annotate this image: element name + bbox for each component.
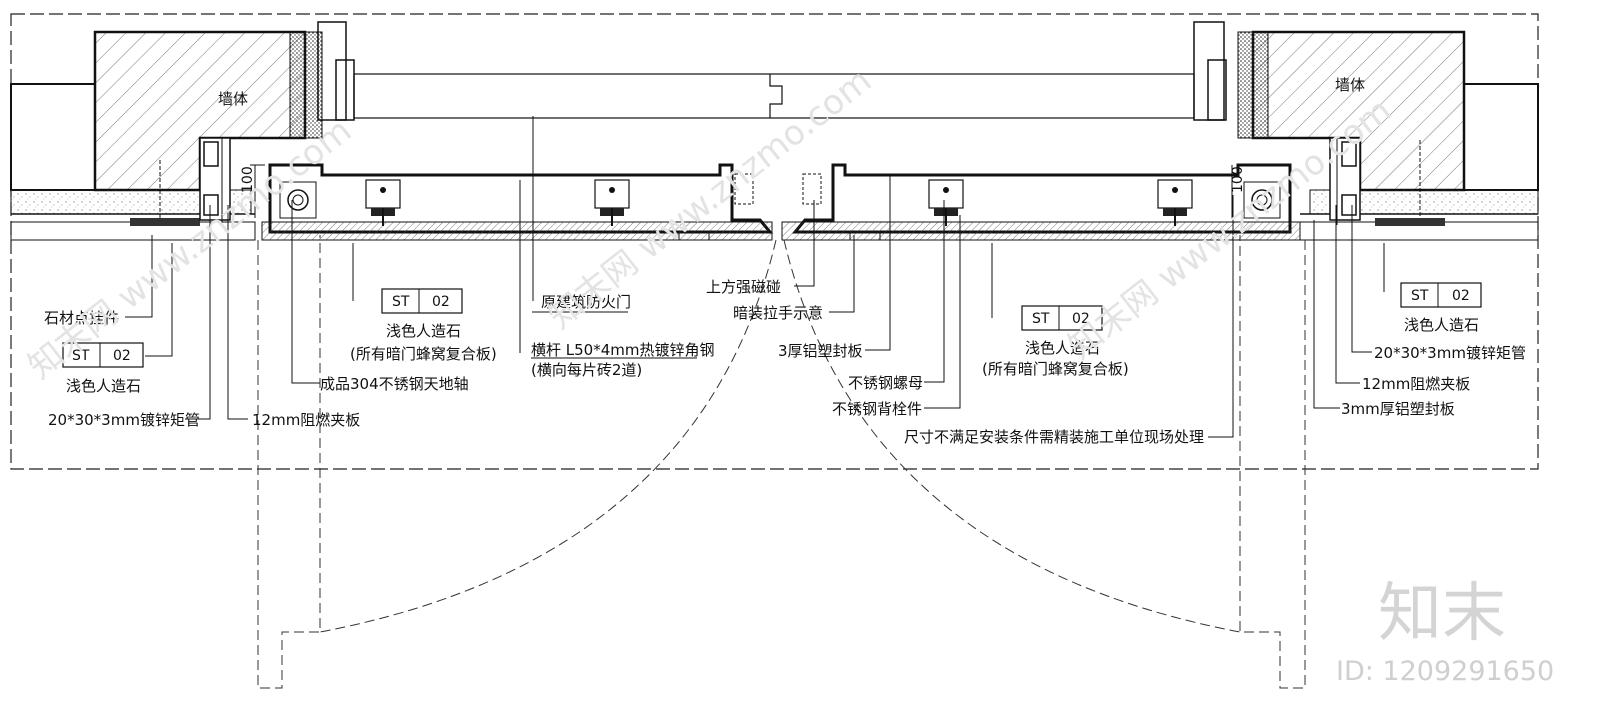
label-stone-hanger: 石材点挂件: [44, 309, 119, 327]
left-tube-column: [199, 137, 231, 225]
st-tag-right: ST 02: [1400, 282, 1482, 308]
watermark-logo: 知末 ID: 1209291650: [1336, 577, 1554, 687]
dimension-right-value: 100: [1230, 166, 1246, 193]
watermark-logo-text: 知末: [1378, 577, 1506, 651]
label-door-stone-right: 浅色人造石: [1025, 339, 1100, 357]
left-door-panel: [261, 163, 774, 241]
svg-text:02: 02: [1072, 311, 1090, 327]
svg-text:ST: ST: [392, 294, 410, 310]
svg-text:02: 02: [113, 348, 131, 364]
svg-text:ST: ST: [1032, 311, 1050, 327]
leader-lines: [125, 116, 1385, 438]
label-fire-board-right: 12mm阻燃夹板: [1362, 375, 1470, 393]
right-tube-column: [1329, 137, 1361, 225]
label-door-stone-right-note: (所有暗门蜂窝复合板): [982, 360, 1129, 378]
left-annotations: 石材点挂件 浅色人造石 20*30*3mm镀锌矩管 12mm阻燃夹板 成品304…: [44, 293, 714, 429]
label-bolt: 不锈钢背栓件: [832, 400, 922, 418]
label-pivot: 成品304不锈钢天地轴: [320, 375, 469, 393]
watermark-id: ID: 1209291650: [1336, 656, 1554, 687]
st-tag-left: ST 02: [62, 342, 144, 368]
label-angle-steel: 横杆 L50*4mm热镀锌角钢: [531, 341, 714, 359]
svg-text:ST: ST: [72, 348, 90, 364]
left-wall-label: 墙体: [218, 90, 248, 108]
st-tag-door-left: ST 02: [381, 288, 463, 314]
label-angle-steel-note: (横向每片砖2道): [531, 361, 642, 379]
fire-door: [317, 21, 1227, 121]
label-stone-light-right: 浅色人造石: [1404, 316, 1479, 334]
label-magnet: 上方强磁碰: [706, 278, 781, 296]
back-bolt-icon: [594, 179, 630, 226]
svg-text:02: 02: [432, 294, 450, 310]
dimension-left: 100: [240, 164, 265, 218]
right-annotations: 上方强磁碰 暗装拉手示意 3厚铝塑封板 不锈钢螺母 不锈钢背栓件 浅色人造石 (…: [706, 278, 1526, 446]
right-door-panel: [781, 163, 1301, 241]
label-door-stone-left-note: (所有暗门蜂窝复合板): [350, 345, 497, 363]
back-bolt-icon: [1157, 179, 1193, 226]
label-handle: 暗装拉手示意: [733, 304, 823, 322]
label-door-stone-left: 浅色人造石: [386, 322, 461, 340]
section-frame: [10, 13, 1539, 470]
svg-text:ST: ST: [1411, 288, 1429, 304]
dimension-right: 100: [1230, 165, 1246, 218]
label-fire-board-left: 12mm阻燃夹板: [252, 411, 360, 429]
label-stone-light-left: 浅色人造石: [66, 377, 141, 395]
door-swing-lines: [257, 235, 1306, 689]
label-fire-door: 原建筑防火门: [541, 293, 631, 311]
label-al-plastic: 3厚铝塑封板: [778, 342, 863, 360]
back-bolt-icon: [365, 179, 401, 226]
back-bolt-icon: [928, 179, 964, 226]
back-bolts: [365, 179, 1193, 226]
label-tube-left: 20*30*3mm镀锌矩管: [48, 411, 200, 429]
label-tube-right: 20*30*3mm镀锌矩管: [1374, 344, 1526, 362]
dimension-left-value: 100: [240, 166, 256, 193]
st-tag-door-right: ST 02: [1021, 305, 1103, 331]
label-al-board-right: 3mm厚铝塑封板: [1341, 400, 1455, 418]
label-site-note: 尺寸不满足安装条件需精装施工单位现场处理: [904, 428, 1204, 446]
right-wall-label: 墙体: [1335, 76, 1365, 94]
label-nut: 不锈钢螺母: [848, 374, 923, 392]
svg-text:02: 02: [1452, 288, 1470, 304]
magnet-blocks: [734, 173, 822, 205]
